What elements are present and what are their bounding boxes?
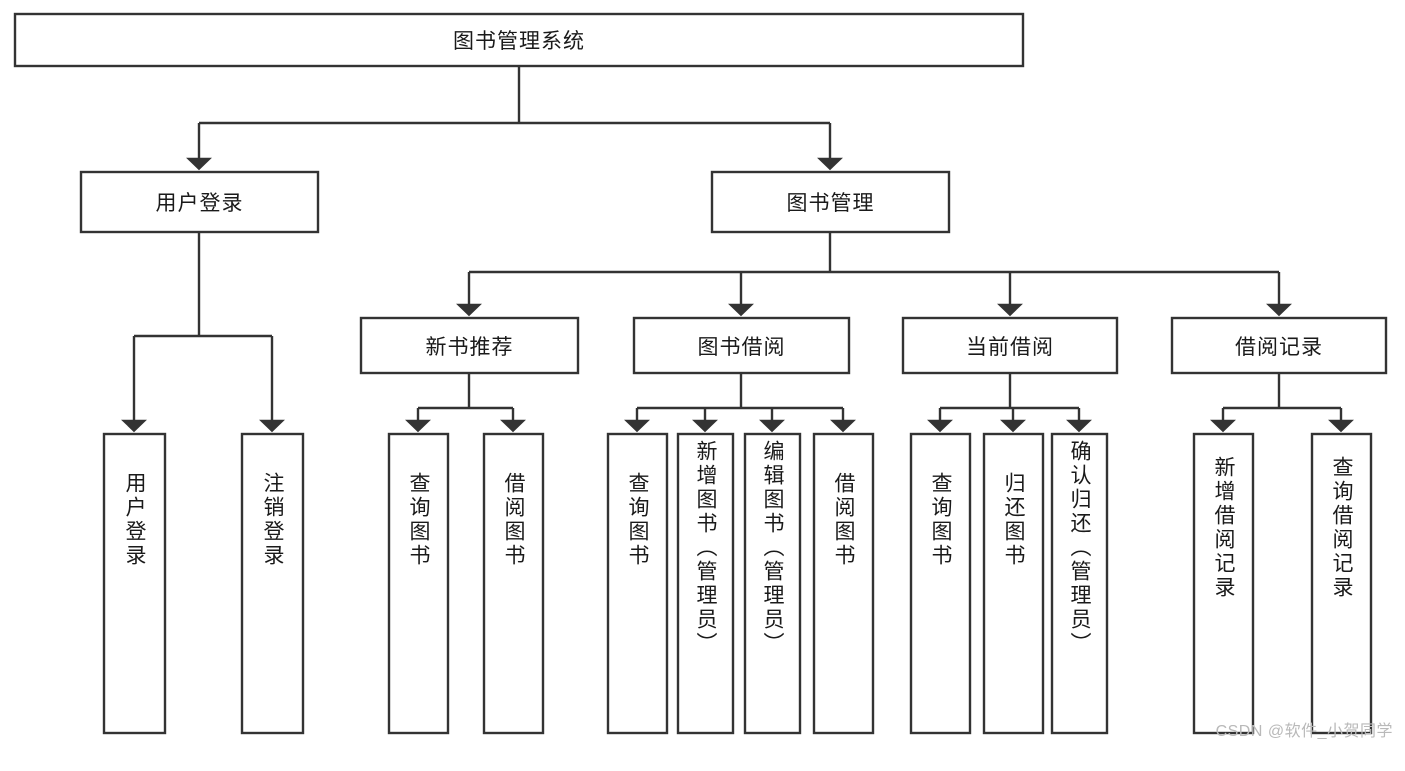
node-current-borrow-box[interactable] — [901, 316, 1119, 375]
node-new-book-recommend-box[interactable] — [359, 316, 580, 375]
leaf-box-edit-book-admin[interactable] — [743, 432, 802, 735]
node-book-management-box[interactable] — [710, 170, 951, 234]
leaf-box-add-borrow-record[interactable] — [1192, 432, 1255, 735]
flowchart-svg — [13, 12, 1388, 735]
leaf-box-query-borrow-record[interactable] — [1310, 432, 1373, 735]
leaf-box-return-book[interactable] — [982, 432, 1045, 735]
node-borrow-record-box[interactable] — [1170, 316, 1388, 375]
leaf-box-query-book-3[interactable] — [909, 432, 972, 735]
leaf-box-borrow-book-1[interactable] — [482, 432, 545, 735]
node-book-borrow-box[interactable] — [632, 316, 851, 375]
leaf-box-add-book-admin[interactable] — [676, 432, 735, 735]
diagram-canvas: 图书管理系统 用户登录 图书管理 新书推荐 图书借阅 当前借阅 借阅记录 用户登… — [13, 12, 1393, 740]
node-root-box[interactable] — [13, 12, 1025, 68]
leaf-box-query-book-1[interactable] — [387, 432, 450, 735]
leaf-box-confirm-return-admin[interactable] — [1050, 432, 1109, 735]
leaf-box-borrow-book-2[interactable] — [812, 432, 875, 735]
leaf-box-user-login[interactable] — [102, 432, 167, 735]
leaf-box-logout-login[interactable] — [240, 432, 305, 735]
watermark-text: CSDN @软件_小贺同学 — [1215, 723, 1393, 740]
leaf-box-query-book-2[interactable] — [606, 432, 669, 735]
node-user-login-box[interactable] — [79, 170, 320, 234]
